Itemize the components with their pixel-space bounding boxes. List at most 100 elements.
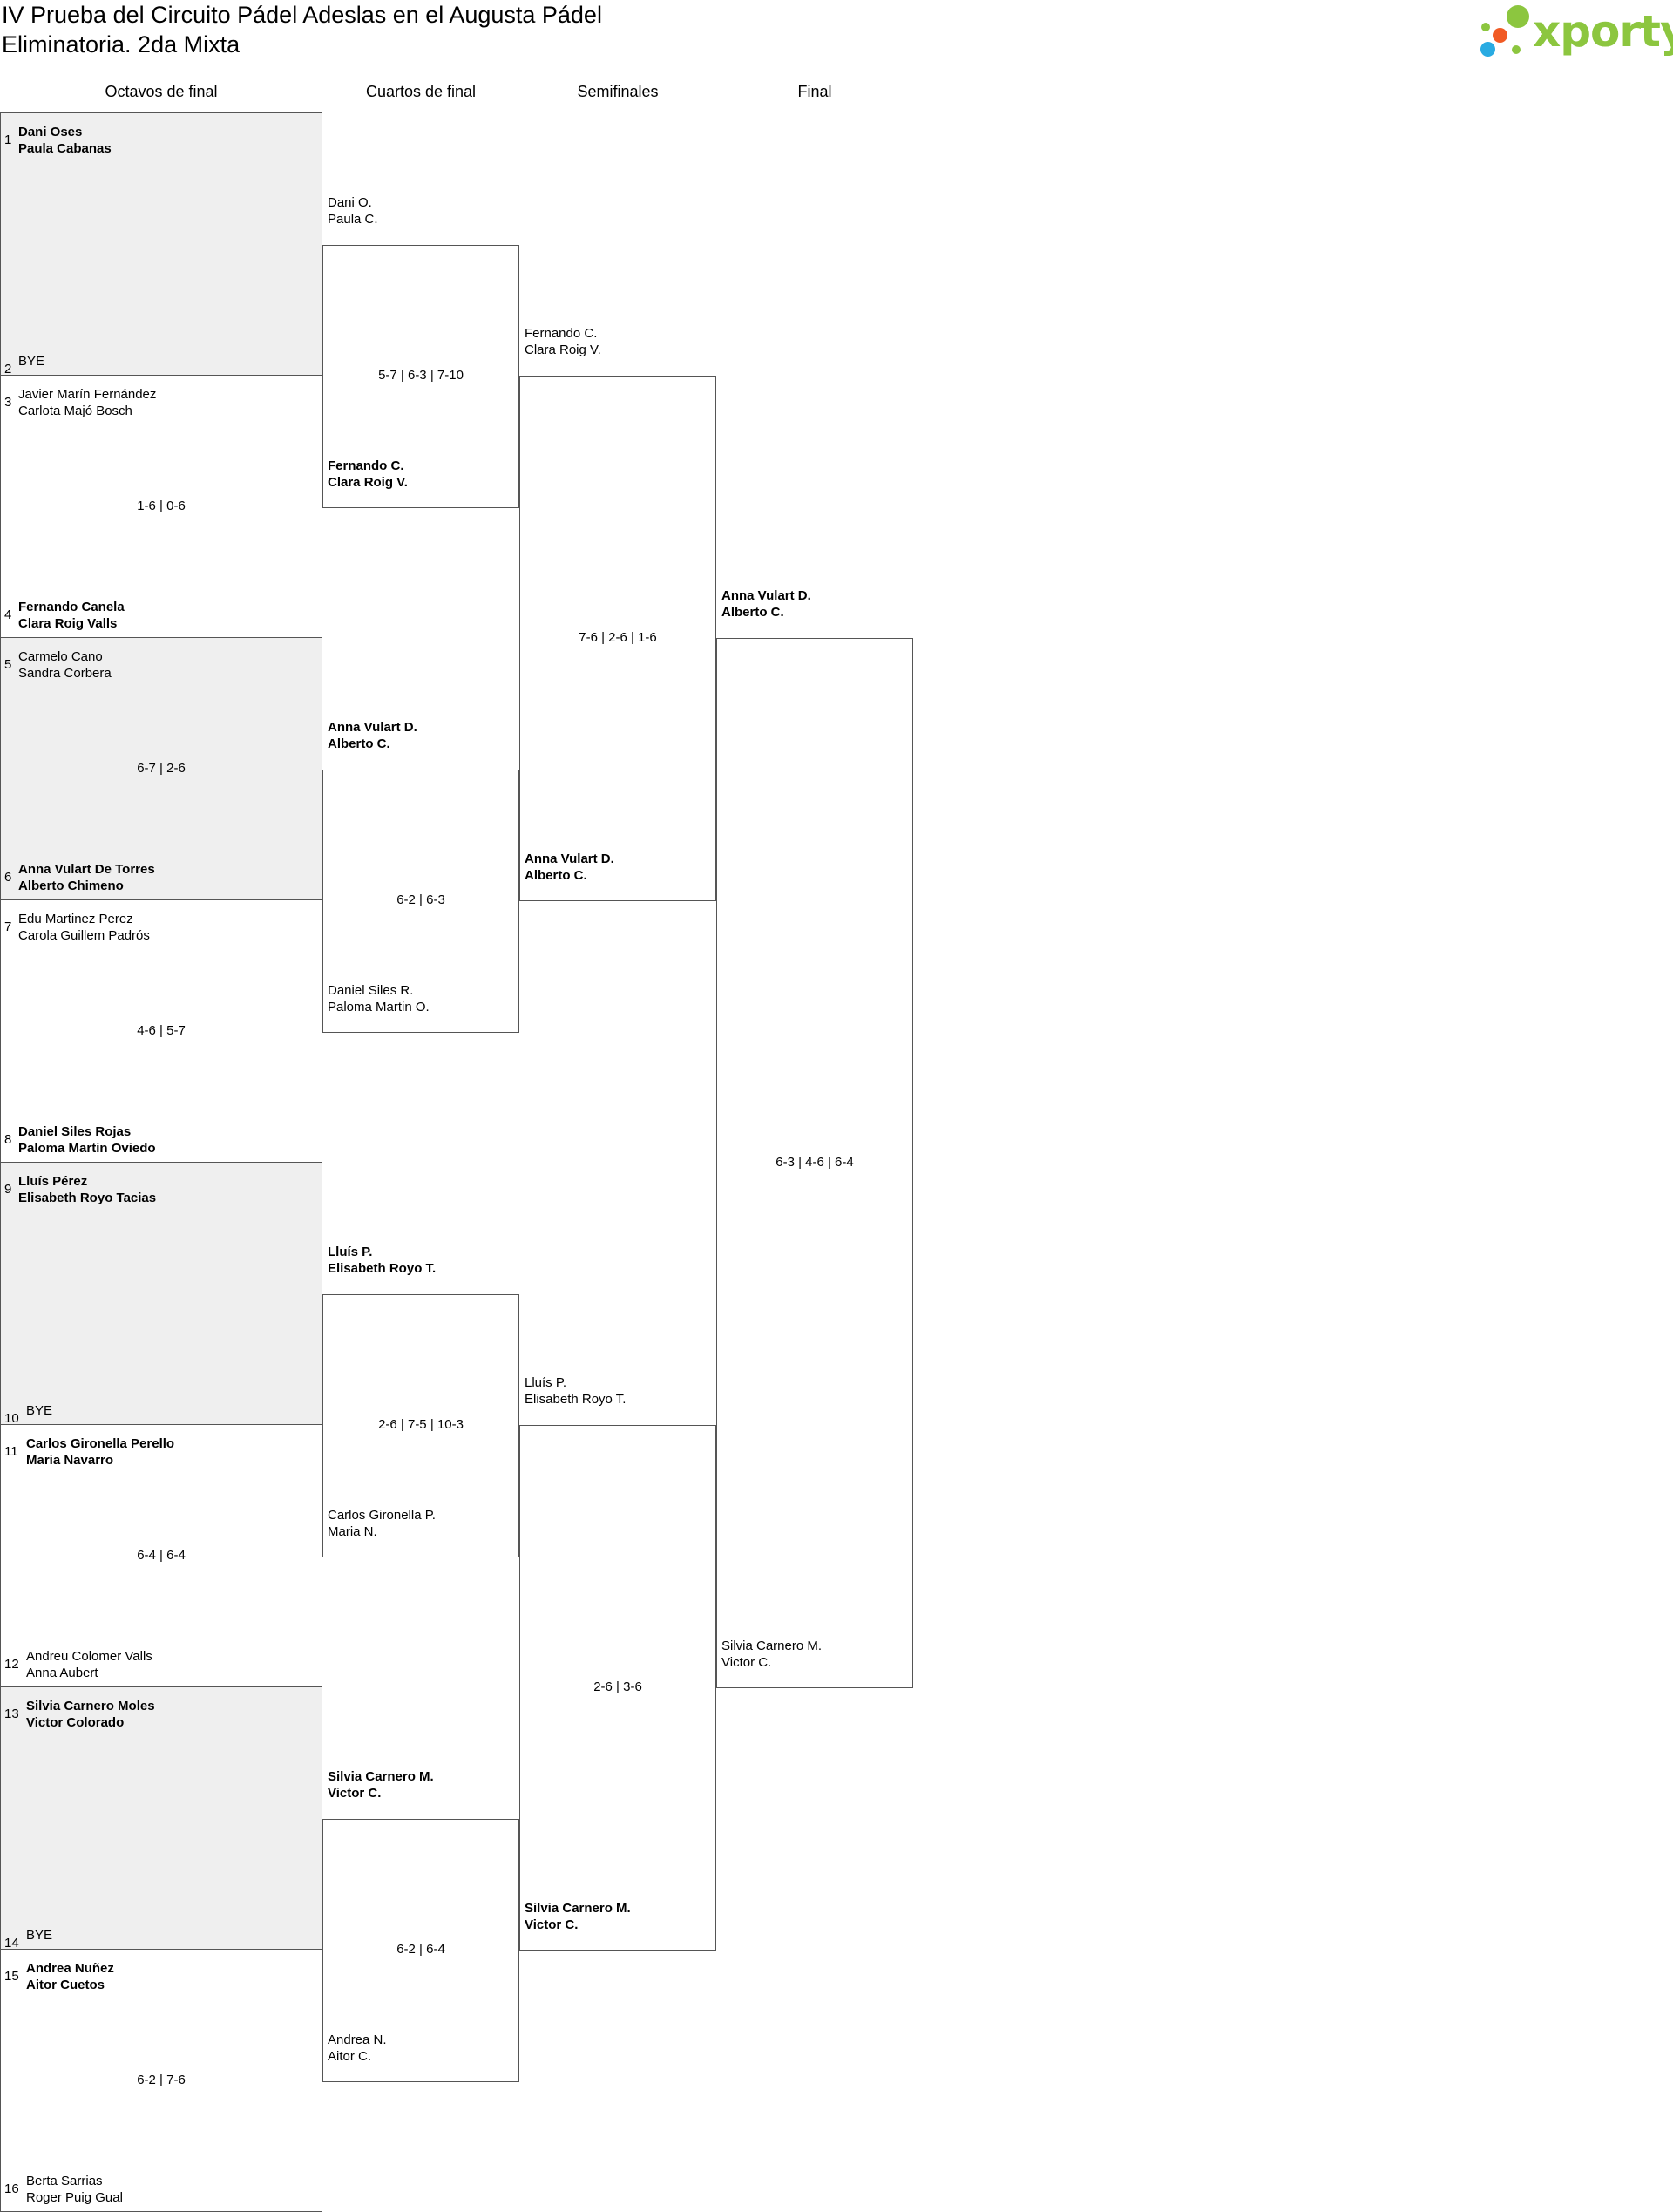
round-label-qf: Cuartos de final (365, 83, 477, 100)
player-name: Paloma Martin O. (328, 999, 430, 1014)
player-name: Anna Vulart De Torres (18, 862, 155, 877)
player-name: Edu Martinez Perez (18, 912, 133, 926)
seed-number: 2 (4, 362, 12, 377)
match-score: 6-2 | 6-3 (396, 892, 445, 907)
team-entry[interactable]: Andrea N.Aitor C. (328, 2032, 387, 2065)
xporty-logo[interactable]: xporty (1477, 3, 1673, 61)
player-name: Alberto C. (525, 868, 587, 883)
player-name: Anna Vulart D. (721, 588, 811, 603)
player-name: Javier Marín Fernández (18, 387, 157, 402)
round-label-sf: Semifinales (577, 83, 659, 100)
player-name: Paula C. (328, 211, 378, 227)
logo-dot-blue-icon (1480, 42, 1495, 57)
player-name: Fernando C. (328, 458, 404, 473)
seed-number: 7 (4, 919, 12, 934)
player-name: Daniel Siles Rojas (18, 1124, 132, 1139)
player-name: Berta Sarrias (26, 2174, 103, 2188)
team-entry[interactable]: Silvia Carnero M.Victor C. (525, 1900, 631, 1933)
player-name: Carlos Gironella Perello (26, 1436, 175, 1451)
seed-number: 15 (4, 1969, 19, 1984)
player-name: Carlos Gironella P. (328, 1507, 436, 1523)
team-entry[interactable]: Silvia Carnero M.Victor C. (721, 1638, 822, 1671)
team-entry[interactable]: Silvia Carnero M.Victor C. (328, 1768, 434, 1801)
seed-number: 16 (4, 2181, 19, 2196)
team-entry[interactable]: Fernando C.Clara Roig V. (525, 325, 601, 358)
team-entry[interactable]: Lluís P. Elisabeth Royo T. (525, 1374, 626, 1408)
team-entry[interactable]: BYE (26, 1927, 52, 1944)
match-score: 6-2 | 6-4 (396, 1941, 445, 1957)
logo-dot-small-green2-icon (1512, 45, 1521, 54)
player-name: Clara Roig V. (328, 474, 408, 490)
player-name: Dani Oses (18, 125, 83, 139)
player-name: BYE (18, 354, 45, 369)
seed-number: 8 (4, 1132, 12, 1147)
player-name: Victor C. (525, 1917, 579, 1932)
team-entry[interactable]: Carlos Gironella P.Maria N. (328, 1507, 436, 1540)
match-score: 1-6 | 0-6 (137, 499, 186, 513)
seed-number: 6 (4, 870, 12, 885)
team-entry[interactable]: Anna Vulart D.Alberto C. (525, 851, 614, 884)
player-name: Victor Colorado (26, 1715, 125, 1730)
player-name: Daniel Siles R. (328, 982, 414, 998)
player-name: Clara Roig Valls (18, 616, 118, 631)
player-name: Anna Aubert (26, 1666, 98, 1680)
player-name: Aitor Cuetos (26, 1978, 105, 1992)
player-name: Roger Puig Gual (26, 2190, 123, 2205)
match-score: 6-3 | 4-6 | 6-4 (776, 1154, 854, 1170)
match-box (0, 112, 322, 376)
player-name: Lluís P. (525, 1375, 567, 1390)
match-box (0, 637, 322, 900)
team-entry[interactable]: Fernando C.Clara Roig V. (328, 458, 408, 491)
match-score: 6-4 | 6-4 (137, 1548, 186, 1563)
player-name: Elisabeth Royo Tacias (18, 1191, 157, 1205)
player-name: Silvia Carnero M. (525, 1901, 631, 1916)
player-name: BYE (26, 1403, 53, 1418)
team-entry[interactable]: Lluís P.Elisabeth Royo T. (328, 1244, 436, 1277)
team-entry[interactable]: Dani O.Paula C. (328, 194, 378, 227)
match-score: 4-6 | 5-7 (137, 1023, 186, 1038)
seed-number: 1 (4, 132, 12, 147)
player-name: Elisabeth Royo T. (525, 1392, 627, 1407)
player-name: Dani O. (328, 194, 372, 210)
player-name: Lluís P. (328, 1244, 373, 1259)
player-name: Carola Guillem Padrós (18, 928, 150, 943)
round-label-final: Final (797, 83, 832, 100)
match-score: 2-6 | 7-5 | 10-3 (378, 1416, 464, 1432)
player-name: Paula Cabanas (18, 141, 112, 156)
match-score: 2-6 | 3-6 (593, 1679, 642, 1694)
team-entry[interactable]: Anna Vulart D. Alberto C. (721, 587, 811, 621)
player-name: Andrea N. (328, 2032, 387, 2047)
team-entry[interactable]: Anna Vulart D.Alberto C. (328, 719, 417, 752)
player-name: Carlota Majó Bosch (18, 404, 132, 418)
seed-number: 12 (4, 1657, 19, 1672)
seed-number: 9 (4, 1182, 12, 1197)
team-entry[interactable]: Daniel Siles R.Paloma Martin O. (328, 982, 430, 1015)
player-name: Alberto C. (328, 736, 390, 751)
player-name: Alberto C. (721, 605, 784, 620)
team-entry[interactable]: BYE (26, 1402, 52, 1419)
player-name: Anna Vulart D. (328, 719, 417, 735)
logo-text: xporty (1533, 6, 1673, 57)
seed-number: 11 (4, 1444, 18, 1459)
logo-dot-small-green-icon (1481, 23, 1490, 31)
player-name: Fernando C. (525, 326, 598, 341)
player-name: Elisabeth Royo T. (328, 1260, 437, 1276)
player-name: Silvia Carnero M. (328, 1768, 434, 1784)
page-subtitle: Eliminatoria. 2da Mixta (2, 31, 240, 58)
seed-number: 5 (4, 657, 12, 672)
player-name: Paloma Martin Oviedo (18, 1141, 156, 1156)
team-entry[interactable]: BYE (18, 353, 44, 370)
